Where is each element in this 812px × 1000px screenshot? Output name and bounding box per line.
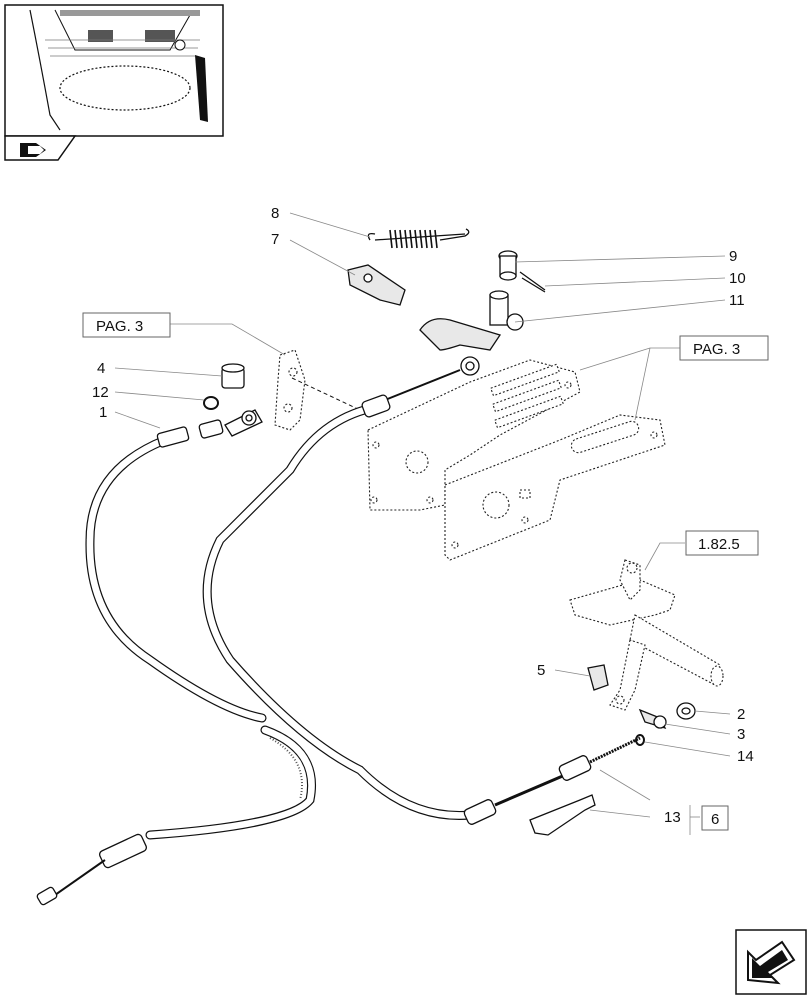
spring-part-8 [367,228,470,249]
lever-part-11 [419,290,524,351]
reference-label: 6 [711,811,719,828]
sleeve-part-4 [221,363,245,389]
callout-12: 12 [92,384,109,401]
ring-part-12 [203,396,219,410]
clutch-pedal-lever [569,559,724,711]
clip-part-5 [587,664,609,691]
callout-7: 7 [271,231,279,248]
callout-5: 5 [537,662,545,679]
reference-box-pag3-right[interactable]: PAG. 3 [679,335,769,361]
nut-part-2 [676,702,696,720]
cable-part-1 [36,409,316,906]
callout-2: 2 [737,706,745,723]
pedal-support-plate [367,359,666,561]
boot-part [529,794,596,836]
callout-14: 14 [737,748,754,765]
callout-8: 8 [271,205,279,222]
arrow-section-icon[interactable] [4,135,77,161]
reference-label: PAG. 3 [96,318,143,335]
leader-lines [114,212,731,835]
reference-box-pag3-left[interactable]: PAG. 3 [82,312,171,338]
ring-part-14 [635,734,645,746]
clip-part-10 [519,271,546,293]
reference-label: 1.82.5 [698,536,740,553]
reference-label: PAG. 3 [693,341,740,358]
callout-9: 9 [729,248,737,265]
next-page-arrow-icon[interactable] [735,929,807,995]
callout-13: 13 [664,809,681,826]
reference-box-6[interactable]: 6 [701,805,729,831]
lever-bracket [274,349,361,431]
block-part-7 [347,264,406,306]
callout-3: 3 [737,726,745,743]
reference-box-1-82-5[interactable]: 1.82.5 [685,530,759,556]
callout-4: 4 [97,360,105,377]
callout-1: 1 [99,404,107,421]
pin-part-9 [498,250,518,281]
callout-11: 11 [729,292,745,309]
callout-10: 10 [729,270,746,287]
cable-part-13 [202,356,641,825]
tractor-cab-thumbnail[interactable] [4,4,224,137]
fork-part-3 [638,708,667,730]
